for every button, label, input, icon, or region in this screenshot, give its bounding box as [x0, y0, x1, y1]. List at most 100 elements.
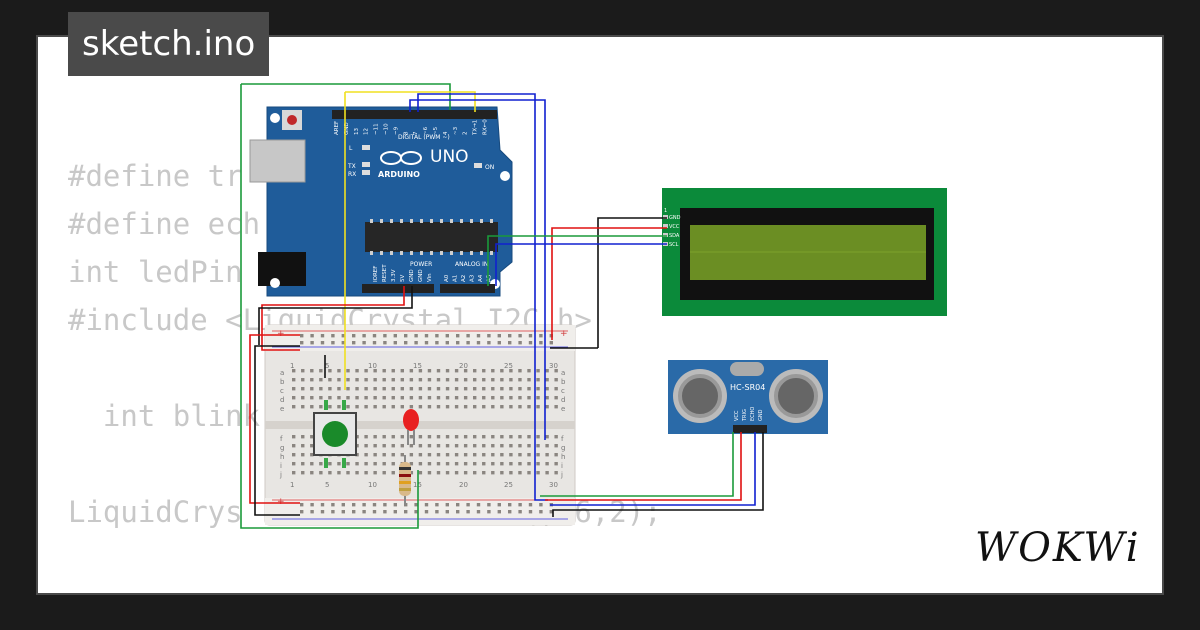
bb-rail-hole[interactable]	[424, 341, 429, 345]
digital-header[interactable]	[332, 110, 497, 119]
bb-rail-hole[interactable]	[414, 503, 418, 507]
bb-rail-hole[interactable]	[539, 503, 543, 507]
bb-hole[interactable]	[292, 387, 296, 391]
bb-rail-hole[interactable]	[445, 334, 449, 338]
bb-hole[interactable]	[391, 453, 395, 457]
bb-hole[interactable]	[337, 396, 341, 400]
bb-hole[interactable]	[328, 396, 332, 400]
bb-hole[interactable]	[545, 396, 549, 400]
bb-hole[interactable]	[500, 462, 504, 466]
bb-rail-hole[interactable]	[424, 510, 429, 514]
bb-hole[interactable]	[292, 453, 296, 457]
bb-hole[interactable]	[400, 369, 404, 373]
bb-hole[interactable]	[292, 378, 296, 382]
bb-hole[interactable]	[482, 369, 486, 373]
bb-hole[interactable]	[554, 405, 558, 409]
bb-rail-hole[interactable]	[320, 503, 325, 507]
bb-hole[interactable]	[355, 405, 359, 409]
bb-hole[interactable]	[373, 471, 377, 475]
bb-hole[interactable]	[409, 405, 414, 409]
bb-hole[interactable]	[509, 444, 513, 448]
bb-hole[interactable]	[382, 444, 386, 448]
bb-rail-hole[interactable]	[445, 510, 449, 514]
sketch-filename-badge[interactable]: sketch.ino	[68, 12, 270, 76]
bb-rail-hole[interactable]	[352, 341, 356, 345]
bb-rail-hole[interactable]	[320, 510, 325, 514]
bb-hole[interactable]	[482, 378, 486, 382]
bb-hole[interactable]	[554, 471, 558, 475]
bb-hole[interactable]	[328, 369, 332, 373]
bb-hole[interactable]	[409, 387, 414, 391]
bb-hole[interactable]	[473, 387, 477, 391]
bb-hole[interactable]	[454, 378, 459, 382]
bb-rail-hole[interactable]	[362, 341, 366, 345]
bb-hole[interactable]	[382, 435, 386, 439]
bb-hole[interactable]	[391, 435, 395, 439]
bb-hole[interactable]	[509, 387, 513, 391]
bb-hole[interactable]	[554, 444, 558, 448]
bb-hole[interactable]	[536, 462, 540, 466]
bb-hole[interactable]	[400, 396, 404, 400]
bb-hole[interactable]	[355, 444, 359, 448]
bb-hole[interactable]	[391, 444, 395, 448]
bb-hole[interactable]	[518, 453, 522, 457]
bb-hole[interactable]	[409, 471, 414, 475]
bb-rail-hole[interactable]	[320, 341, 325, 345]
bb-hole[interactable]	[527, 462, 531, 466]
bb-hole[interactable]	[301, 378, 305, 382]
bb-hole[interactable]	[310, 462, 314, 466]
bb-hole[interactable]	[337, 369, 341, 373]
bb-rail-hole[interactable]	[352, 334, 356, 338]
bb-hole[interactable]	[527, 444, 531, 448]
bb-hole[interactable]	[364, 387, 368, 391]
bb-hole[interactable]	[527, 396, 531, 400]
bb-rail-hole[interactable]	[528, 510, 533, 514]
bb-hole[interactable]	[491, 444, 495, 448]
bb-hole[interactable]	[463, 462, 468, 466]
bb-rail-hole[interactable]	[456, 334, 460, 338]
bb-hole[interactable]	[346, 462, 350, 466]
bb-hole[interactable]	[373, 405, 377, 409]
bb-hole[interactable]	[554, 387, 558, 391]
bb-hole[interactable]	[418, 369, 423, 373]
red-led[interactable]	[403, 409, 419, 445]
bb-hole[interactable]	[346, 471, 350, 475]
bb-hole[interactable]	[292, 396, 296, 400]
bb-hole[interactable]	[319, 462, 323, 466]
bb-hole[interactable]	[301, 405, 305, 409]
bb-rail-hole[interactable]	[466, 341, 470, 345]
bb-hole[interactable]	[500, 435, 504, 439]
bb-rail-hole[interactable]	[508, 503, 512, 507]
bb-hole[interactable]	[355, 453, 359, 457]
bb-hole[interactable]	[545, 369, 549, 373]
bb-hole[interactable]	[482, 462, 486, 466]
bb-hole[interactable]	[328, 405, 332, 409]
bb-hole[interactable]	[509, 396, 513, 400]
bb-hole[interactable]	[292, 405, 296, 409]
bb-hole[interactable]	[346, 378, 350, 382]
bb-hole[interactable]	[328, 462, 332, 466]
bb-hole[interactable]	[382, 387, 386, 391]
bb-hole[interactable]	[427, 444, 432, 448]
bb-hole[interactable]	[382, 396, 386, 400]
bb-hole[interactable]	[491, 387, 495, 391]
bb-hole[interactable]	[337, 471, 341, 475]
bb-hole[interactable]	[491, 453, 495, 457]
bb-hole[interactable]	[518, 396, 522, 400]
bb-hole[interactable]	[427, 378, 432, 382]
bb-hole[interactable]	[337, 405, 341, 409]
bb-hole[interactable]	[536, 471, 540, 475]
bb-hole[interactable]	[301, 462, 305, 466]
bb-hole[interactable]	[436, 378, 441, 382]
bb-hole[interactable]	[409, 378, 414, 382]
bb-rail-hole[interactable]	[320, 334, 325, 338]
bb-hole[interactable]	[518, 462, 522, 466]
bb-hole[interactable]	[554, 453, 558, 457]
bb-hole[interactable]	[319, 387, 323, 391]
bb-hole[interactable]	[482, 444, 486, 448]
bb-rail-hole[interactable]	[476, 334, 481, 338]
bb-hole[interactable]	[364, 405, 368, 409]
bb-hole[interactable]	[509, 378, 513, 382]
bb-hole[interactable]	[364, 396, 368, 400]
ultrasonic-sensor[interactable]: HC-SR04 VCC TRIG ECHO GND	[668, 360, 828, 434]
